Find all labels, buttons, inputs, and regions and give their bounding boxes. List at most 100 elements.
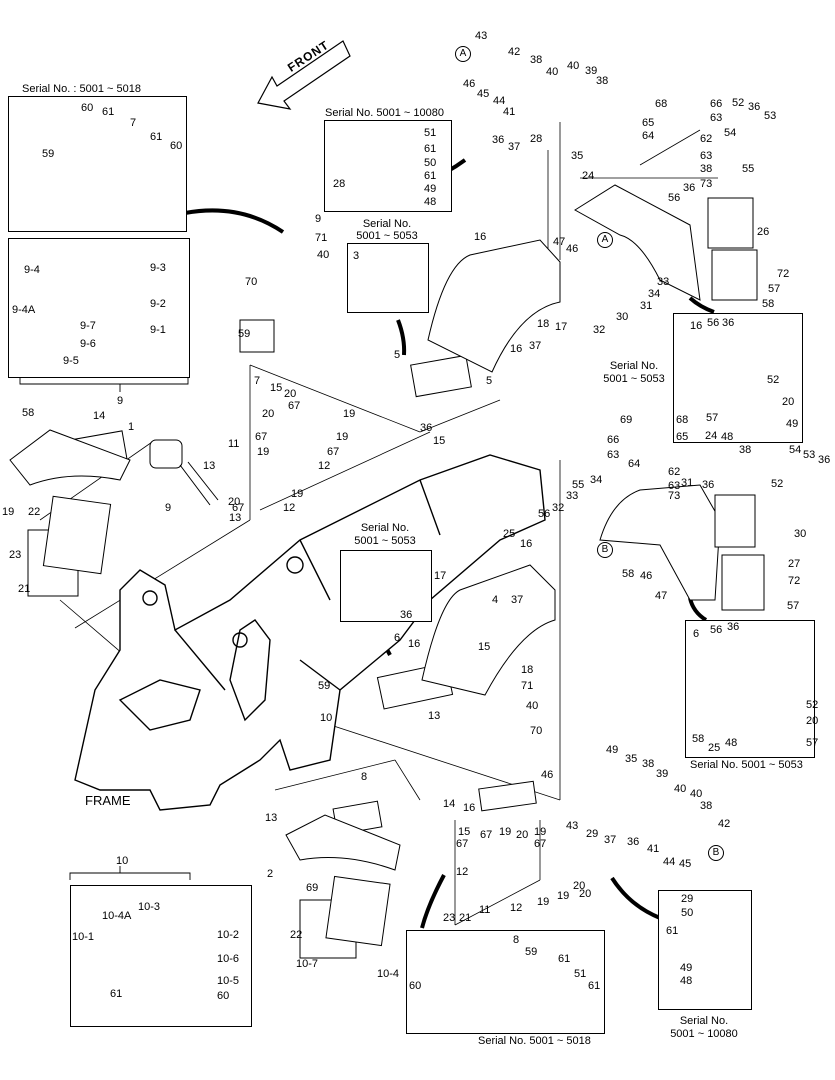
- group-9-bracket: [19, 378, 189, 392]
- part-callout-number: 67: [534, 838, 547, 850]
- serial-box-bottom-middle: [406, 930, 605, 1034]
- part-callout-number: 20: [806, 715, 819, 727]
- serial-caption-top-middle: Serial No. 5001 ~ 10080: [325, 107, 444, 119]
- group-9-box: [8, 238, 190, 378]
- part-callout-number: 59: [318, 680, 331, 692]
- part-callout-number: 16: [474, 231, 487, 243]
- part-callout-number: 26: [757, 226, 770, 238]
- part-callout-number: 29: [681, 893, 694, 905]
- part-callout-number: 2: [267, 868, 274, 880]
- part-callout-number: 38: [642, 758, 655, 770]
- part-callout-number: 53: [803, 449, 816, 461]
- part-callout-number: 15: [458, 826, 471, 838]
- part-callout-number: 56: [538, 508, 551, 520]
- part-callout-number: 19: [2, 506, 15, 518]
- leader-curve: [688, 597, 708, 622]
- part-callout-number: 16: [408, 638, 421, 650]
- part-callout-number: 51: [574, 968, 587, 980]
- part-callout-number: 38: [700, 163, 713, 175]
- serial-caption-right-upper-line1: Serial No.: [609, 360, 659, 372]
- part-callout-number: 8: [361, 771, 368, 783]
- part-callout-number: 19: [336, 431, 349, 443]
- part-callout-number: 36: [420, 422, 433, 434]
- part-callout-number: 11: [479, 904, 491, 916]
- part-callout-number: 57: [768, 283, 781, 295]
- serial-caption-right-lower: Serial No. 5001 ~ 5053: [690, 759, 803, 771]
- part-callout-number: 67: [288, 400, 301, 412]
- part-callout-number: 10-5: [217, 975, 240, 987]
- part-callout-number: 34: [648, 288, 661, 300]
- part-callout-number: 46: [640, 570, 653, 582]
- part-callout-number: 66: [607, 434, 620, 446]
- part-callout-number: 31: [640, 300, 653, 312]
- part-callout-number: 68: [676, 414, 689, 426]
- part-callout-number: 60: [217, 990, 230, 1002]
- part-callout-number: 10: [320, 712, 333, 724]
- part-callout-number: 49: [786, 418, 799, 430]
- part-callout-number: 35: [571, 150, 584, 162]
- part-callout-number: 25: [708, 742, 721, 754]
- part-callout-number: 24: [582, 170, 595, 182]
- group-10-box: [70, 885, 252, 1027]
- part-callout-number: 58: [622, 568, 635, 580]
- part-callout-number: 44: [493, 95, 506, 107]
- part-callout-number: 31: [681, 477, 694, 489]
- part-callout-number: 50: [424, 157, 437, 169]
- part-callout-number: 9-1: [150, 324, 166, 336]
- part-callout-number: 47: [553, 236, 566, 248]
- part-callout-number: 66: [710, 98, 723, 110]
- part-callout-number: 12: [456, 866, 469, 878]
- part-callout-number: 46: [566, 243, 579, 255]
- part-callout-number: 56: [707, 317, 720, 329]
- part-callout-number: 21: [18, 583, 31, 595]
- serial-box-top-middle: [324, 120, 452, 212]
- part-callout-number: 43: [566, 820, 579, 832]
- part-callout-number: 13: [203, 460, 216, 472]
- part-callout-number: 9-2: [150, 298, 166, 310]
- part-callout-number: 57: [787, 600, 800, 612]
- part-callout-number: 5: [486, 375, 493, 387]
- part-callout-number: 18: [537, 318, 550, 330]
- part-callout-number: 17: [555, 321, 568, 333]
- part-callout-number: 61: [110, 988, 123, 1000]
- part-callout-number: 36: [683, 182, 696, 194]
- part-callout-number: 22: [290, 929, 303, 941]
- part-callout-number: 58: [692, 733, 705, 745]
- part-callout-number: 73: [668, 490, 681, 502]
- part-callout-number: 62: [668, 466, 681, 478]
- serial-caption-step-upper-line2: 5001 ~ 5053: [356, 230, 418, 242]
- part-callout-number: 40: [526, 700, 539, 712]
- part-callout-number: 9: [165, 502, 172, 514]
- part-callout-number: 14: [443, 798, 456, 810]
- part-callout-number: 9-4: [24, 264, 40, 276]
- group-10-label: 10: [116, 855, 129, 867]
- part-callout-number: 9-7: [80, 320, 96, 332]
- part-callout-number: 51: [424, 127, 437, 139]
- part-callout-number: 29: [586, 828, 599, 840]
- part-callout-number: 47: [655, 590, 668, 602]
- part-callout-number: 45: [477, 88, 490, 100]
- part-callout-number: 40: [690, 788, 703, 800]
- part-callout-number: 16: [510, 343, 523, 355]
- part-callout-number: 36: [492, 134, 505, 146]
- part-callout-number: 61: [424, 143, 437, 155]
- part-callout-number: 61: [150, 131, 163, 143]
- part-callout-number: 16: [690, 320, 703, 332]
- part-callout-number: 38: [700, 800, 713, 812]
- part-callout-number: 56: [668, 192, 681, 204]
- reference-marker-b: B: [708, 845, 724, 861]
- part-callout-number: 13: [265, 812, 278, 824]
- part-callout-number: 69: [306, 882, 319, 894]
- reference-marker-a: A: [455, 46, 471, 62]
- part-callout-number: 9-6: [80, 338, 96, 350]
- part-callout-number: 36: [627, 836, 640, 848]
- part-callout-number: 9-4A: [12, 304, 36, 316]
- part-callout-number: 67: [456, 838, 469, 850]
- serial-caption-step-center-line1: Serial No.: [360, 522, 410, 534]
- part-callout-number: 42: [718, 818, 731, 830]
- part-callout-number: 32: [593, 324, 606, 336]
- serial-caption-top-left: Serial No. : 5001 ~ 5018: [22, 83, 141, 95]
- part-callout-number: 41: [503, 106, 516, 118]
- part-callout-number: 10-4: [377, 968, 400, 980]
- part-callout-number: 39: [585, 65, 598, 77]
